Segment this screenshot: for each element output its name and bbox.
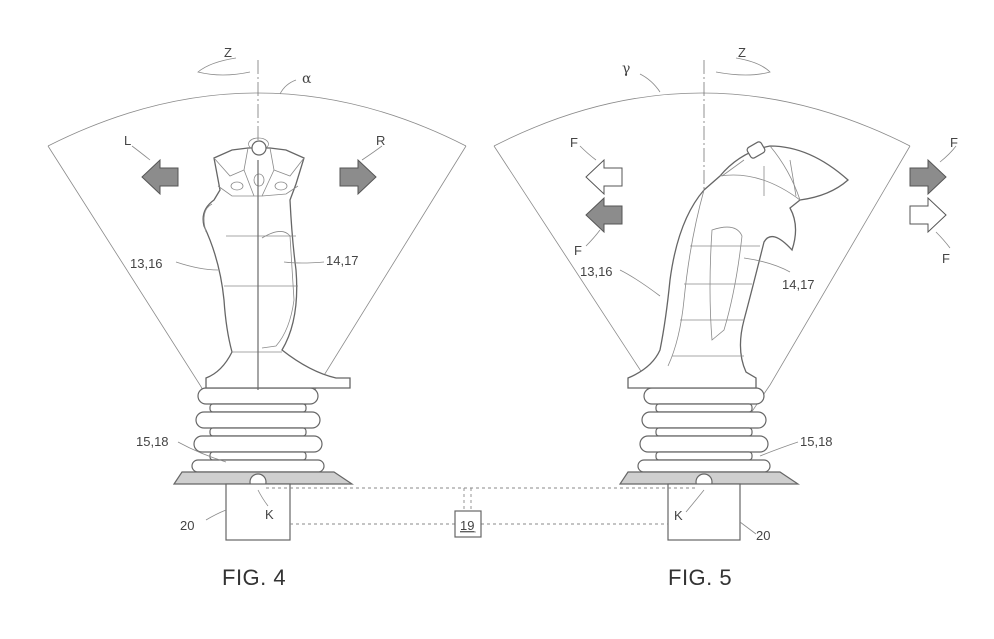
fig4-grip-left-label: 13,16 (130, 256, 163, 271)
fig4-housing (225, 483, 291, 541)
controller-label: 19 (460, 518, 474, 533)
fig4-bellows (191, 387, 325, 473)
controller-connections (266, 487, 696, 538)
fig5-joystick (493, 57, 957, 541)
fig5-force-label-bottom-right: F (942, 251, 950, 266)
fig5-force-label-top-left: F (570, 135, 578, 150)
fig4-angle-label: α (302, 71, 312, 87)
fig5-force-arrow-top-left (585, 158, 623, 196)
fig4-angle-sector (47, 92, 467, 386)
fig4-housing-label: 20 (180, 518, 194, 533)
fig5-axis-label: Z (738, 45, 746, 60)
fig4-right-label: R (376, 133, 385, 148)
fig4-pivot-label: K (265, 507, 274, 522)
fig4-caption: FIG. 4 (222, 565, 286, 590)
fig5-force-arrow-top-right (909, 158, 947, 196)
fig5-force-label-top-right: F (950, 135, 958, 150)
fig4-joystick (47, 57, 467, 541)
fig5-force-arrow-bottom-left (585, 196, 623, 234)
fig4-grip (202, 147, 351, 389)
fig4-left-label: L (124, 133, 131, 148)
fig5-pivot-label: K (674, 508, 683, 523)
controller-box (454, 510, 482, 538)
fig5-grip-right-label: 14,17 (782, 277, 815, 292)
fig4-left-arrow (141, 158, 179, 196)
fig5-housing-label: 20 (756, 528, 770, 543)
fig5-caption: FIG. 5 (668, 565, 732, 590)
fig5-bellows-label: 15,18 (800, 434, 833, 449)
fig4-bellows-label: 15,18 (136, 434, 169, 449)
fig4-right-arrow (339, 158, 377, 196)
fig5-angle-label: γ (622, 61, 630, 77)
fig4-grip-right-label: 14,17 (326, 253, 359, 268)
fig5-force-arrow-bottom-right (909, 196, 947, 234)
fig5-housing (667, 483, 741, 541)
fig5-force-label-bottom-left: F (574, 243, 582, 258)
fig5-angle-sector (493, 92, 911, 386)
fig5-grip-left-label: 13,16 (580, 264, 613, 279)
fig5-bellows (637, 387, 771, 473)
fig4-axis-label: Z (224, 45, 232, 60)
